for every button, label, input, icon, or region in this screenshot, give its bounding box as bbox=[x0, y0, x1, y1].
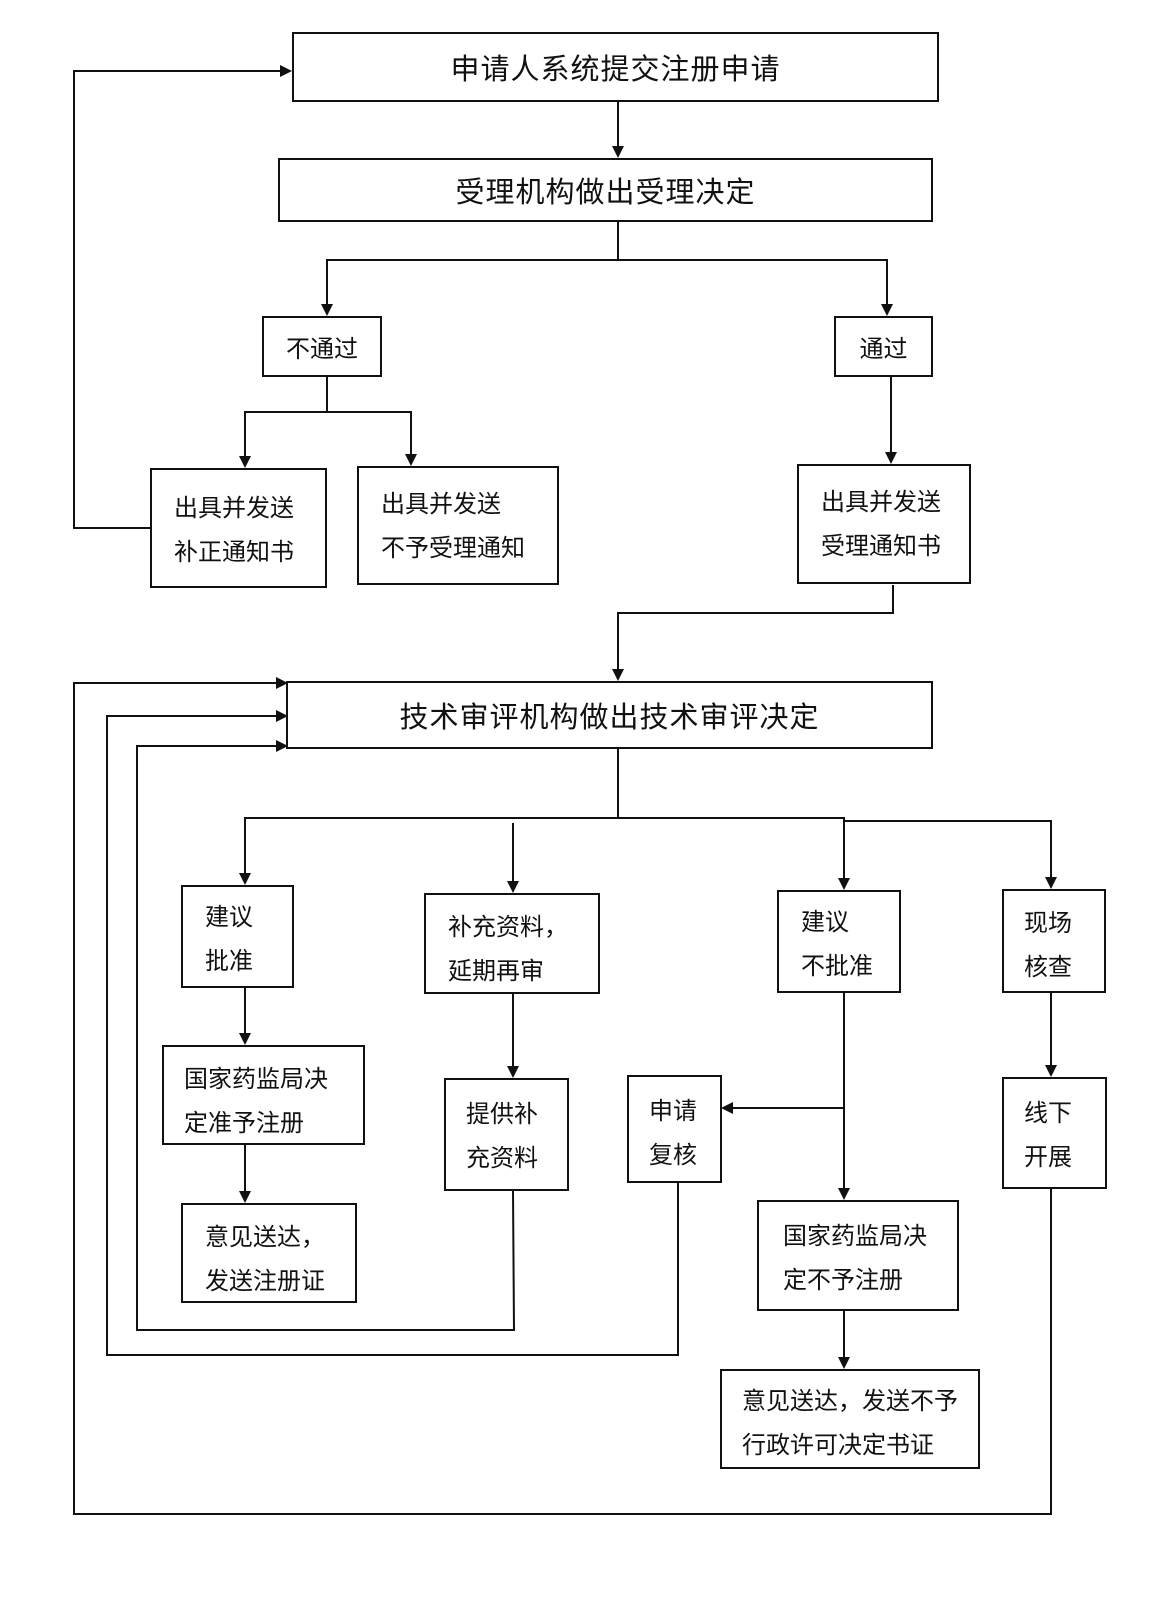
nmpa-approve-box: 国家药监局决 定准予注册 bbox=[162, 1045, 365, 1145]
accept-notice-line1: 出具并发送 bbox=[821, 488, 941, 516]
nmpa-reject-box: 国家药监局决 定不予注册 bbox=[757, 1200, 959, 1311]
offline-line1: 线下 bbox=[1024, 1099, 1072, 1127]
submit-box: 申请人系统提交注册申请 bbox=[292, 32, 939, 102]
suggest-approve-line2: 批准 bbox=[205, 947, 253, 975]
submit-label: 申请人系统提交注册申请 bbox=[450, 52, 781, 86]
deliver-reject-line1: 意见送达，发送不予 bbox=[742, 1387, 958, 1415]
offline-box: 线下 开展 bbox=[1002, 1077, 1107, 1189]
line-notpass-split bbox=[239, 377, 328, 468]
accept-decision-label: 受理机构做出受理决定 bbox=[455, 175, 756, 209]
deliver-cert-box: 意见送达， 发送注册证 bbox=[181, 1203, 357, 1303]
line-tech-split-c bbox=[618, 817, 850, 890]
apply-recheck-line1: 申请 bbox=[649, 1097, 697, 1125]
apply-recheck-box: 申请 复核 bbox=[627, 1075, 722, 1183]
supplement-delay-box: 补充资料， 延期再审 bbox=[424, 893, 600, 994]
reject-notice-box: 出具并发送 不予受理通知 bbox=[357, 466, 559, 585]
loop-provide-to-tech bbox=[136, 740, 516, 1331]
site-check-line1: 现场 bbox=[1024, 909, 1072, 937]
supplement-notice-line1: 出具并发送 bbox=[174, 494, 294, 522]
supplement-notice-box: 出具并发送 补正通知书 bbox=[150, 468, 327, 588]
provide-supplement-line1: 提供补 bbox=[466, 1100, 538, 1128]
supplement-delay-line2: 延期再审 bbox=[448, 957, 544, 985]
nmpa-approve-line1: 国家药监局决 bbox=[184, 1065, 328, 1093]
tech-review-label: 技术审评机构做出技术审评决定 bbox=[399, 700, 820, 734]
suggest-reject-line2: 不批准 bbox=[801, 952, 873, 980]
line-notice-to-tech bbox=[612, 585, 894, 681]
not-pass-label: 不通过 bbox=[286, 335, 358, 363]
suggest-reject-box: 建议 不批准 bbox=[777, 890, 901, 993]
deliver-reject-line2: 行政许可决定书证 bbox=[742, 1431, 934, 1459]
supplement-notice-line2: 补正通知书 bbox=[174, 538, 294, 566]
reject-notice-line2: 不予受理通知 bbox=[381, 534, 525, 562]
accept-notice-box: 出具并发送 受理通知书 bbox=[797, 464, 971, 584]
site-check-line2: 核查 bbox=[1024, 953, 1072, 981]
line-accept-split bbox=[321, 222, 619, 316]
nmpa-approve-line2: 定准予注册 bbox=[184, 1109, 304, 1137]
not-pass-box: 不通过 bbox=[262, 316, 382, 377]
provide-supplement-box: 提供补 充资料 bbox=[444, 1078, 569, 1191]
loop-offline-to-tech bbox=[73, 677, 1052, 1515]
deliver-cert-line1: 意见送达， bbox=[205, 1223, 325, 1251]
provide-supplement-line2: 充资料 bbox=[466, 1144, 538, 1172]
tech-review-box: 技术审评机构做出技术审评决定 bbox=[286, 681, 933, 749]
apply-recheck-line2: 复核 bbox=[649, 1141, 697, 1169]
accept-decision-box: 受理机构做出受理决定 bbox=[278, 158, 933, 222]
nmpa-reject-line1: 国家药监局决 bbox=[783, 1222, 927, 1250]
offline-line2: 开展 bbox=[1024, 1143, 1072, 1171]
suggest-approve-box: 建议 批准 bbox=[181, 885, 294, 988]
line-tech-split-d bbox=[844, 820, 1057, 889]
supplement-delay-line1: 补充资料， bbox=[448, 913, 568, 941]
deliver-cert-line2: 发送注册证 bbox=[205, 1267, 325, 1295]
accept-notice-line2: 受理通知书 bbox=[821, 532, 941, 560]
line-tech-split bbox=[239, 749, 619, 885]
reject-notice-line1: 出具并发送 bbox=[381, 490, 501, 518]
nmpa-reject-line2: 定不予注册 bbox=[783, 1266, 903, 1294]
site-check-box: 现场 核查 bbox=[1002, 889, 1106, 993]
pass-label: 通过 bbox=[859, 335, 908, 363]
loop-supplement-to-submit bbox=[73, 65, 292, 529]
pass-box: 通过 bbox=[834, 316, 933, 377]
loop-recheck-to-tech bbox=[106, 710, 679, 1356]
line-accept-split-right bbox=[618, 259, 893, 316]
suggest-approve-line1: 建议 bbox=[205, 903, 253, 931]
suggest-reject-line1: 建议 bbox=[801, 908, 849, 936]
line-notpass-split-right bbox=[327, 411, 417, 466]
deliver-reject-box: 意见送达，发送不予 行政许可决定书证 bbox=[720, 1369, 980, 1469]
